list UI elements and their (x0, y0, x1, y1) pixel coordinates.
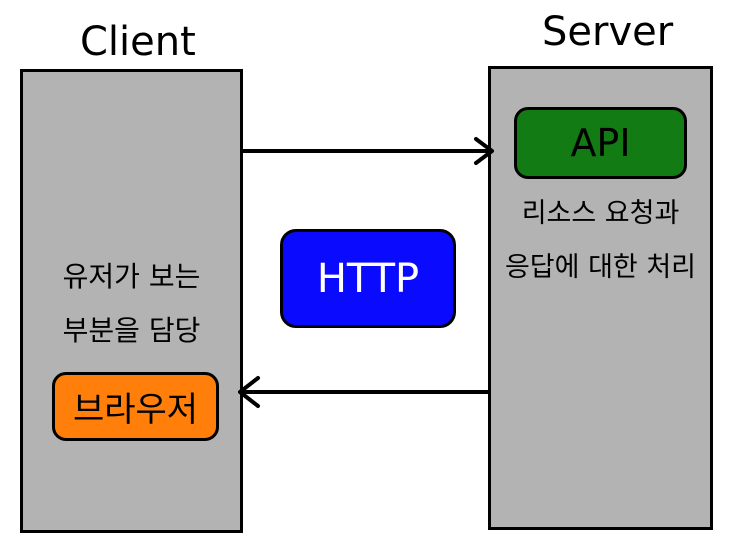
client-description-line-1: 유저가 보는 (62, 260, 201, 293)
browser-box: 브라우저 (52, 372, 219, 441)
server-description-line-1: 리소스 요청과 (521, 198, 680, 229)
client-title: Client (80, 19, 196, 65)
api-box: API (514, 107, 687, 179)
http-protocol-box: HTTP (280, 229, 456, 328)
response-arrow (238, 376, 488, 408)
server-description-line-2: 응답에 대한 처리 (504, 252, 697, 283)
client-description: 유저가 보는 부분을 담당 (20, 250, 243, 358)
server-title: Server (542, 9, 674, 55)
client-description-line-2: 부분을 담당 (62, 314, 201, 347)
server-description: 리소스 요청과 응답에 대한 처리 (488, 187, 713, 295)
request-arrow (243, 137, 494, 165)
client-panel (20, 69, 243, 533)
